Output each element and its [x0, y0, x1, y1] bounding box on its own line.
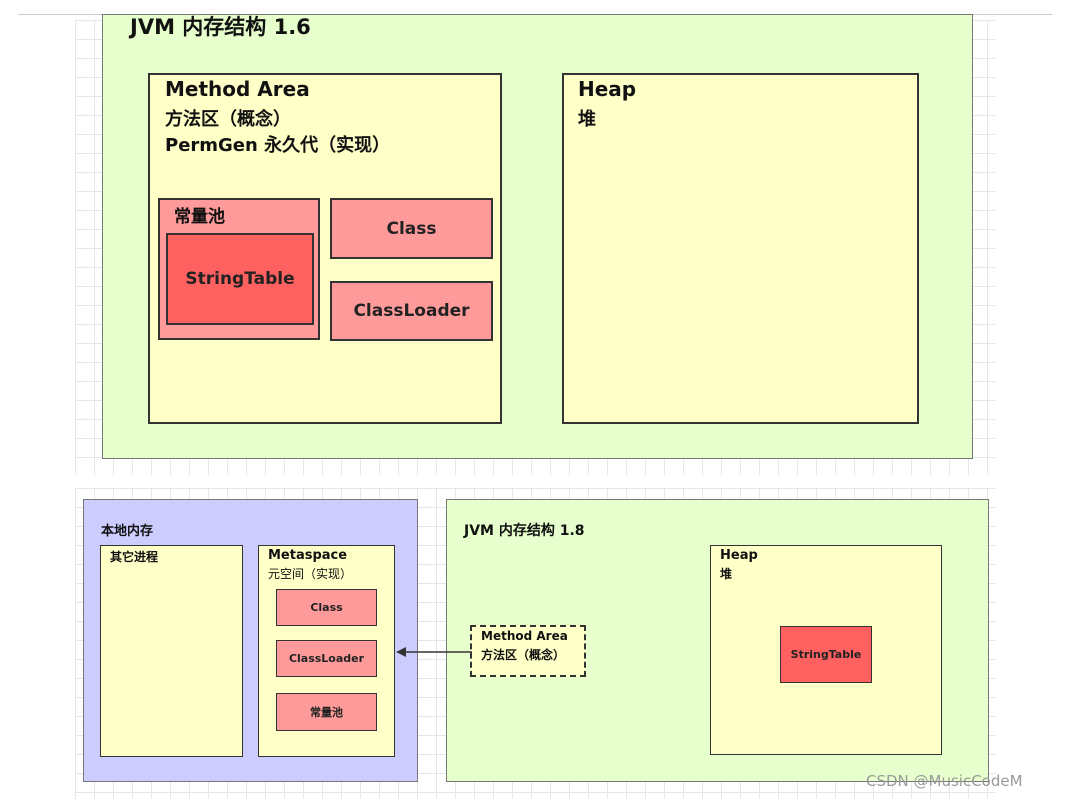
method-area-impl: PermGen 永久代（实现）	[165, 135, 391, 156]
jvm18-heap-title: Heap	[720, 548, 758, 563]
jvm16-title: JVM 内存结构 1.6	[130, 15, 311, 39]
arrow-head	[396, 647, 406, 657]
jvm18-container: JVM 内存结构 1.8 Method Area 方法区（概念） Heap 堆 …	[446, 499, 989, 782]
jvm18-heap-subtitle: 堆	[720, 567, 733, 581]
metaspace-classloader-box: ClassLoader	[276, 640, 377, 677]
native-memory-container: 本地内存 其它进程 Metaspace 元空间（实现） Class ClassL…	[83, 499, 418, 782]
metaspace-class-box: Class	[276, 589, 377, 626]
constant-pool-label: 常量池	[174, 207, 225, 227]
jvm16-method-area: Method Area 方法区（概念） PermGen 永久代（实现） 常量池 …	[148, 73, 502, 424]
bottom-diagram-canvas: 本地内存 其它进程 Metaspace 元空间（实现） Class ClassL…	[75, 488, 996, 799]
jvm16-heap: Heap 堆	[562, 73, 919, 424]
other-process-label: 其它进程	[110, 550, 159, 564]
jvm18-method-area-subtitle: 方法区（概念）	[481, 648, 566, 662]
native-memory-title: 本地内存	[101, 524, 154, 539]
metaspace-title: Metaspace	[268, 548, 348, 563]
csdn-watermark: CSDN @MusicCodeM	[866, 772, 1023, 790]
string-table-box: StringTable	[166, 233, 314, 325]
jvm18-method-area: Method Area 方法区（概念）	[470, 625, 586, 677]
constant-pool-box: 常量池 StringTable	[158, 198, 320, 340]
metaspace-subtitle: 元空间（实现）	[268, 567, 353, 581]
jvm16-container: JVM 内存结构 1.6 Method Area 方法区（概念） PermGen…	[102, 14, 973, 459]
jvm18-method-area-title: Method Area	[481, 629, 568, 643]
method-area-subtitle: 方法区（概念）	[165, 109, 291, 130]
jvm18-string-table-box: StringTable	[780, 626, 872, 683]
metaspace-constant-pool-box: 常量池	[276, 693, 377, 731]
heap-title: Heap	[578, 77, 637, 101]
top-diagram-canvas: JVM 内存结构 1.6 Method Area 方法区（概念） PermGen…	[75, 14, 995, 475]
jvm18-heap: Heap 堆 StringTable	[710, 545, 942, 755]
classloader-box: ClassLoader	[330, 281, 493, 341]
class-box: Class	[330, 198, 493, 259]
metaspace-box: Metaspace 元空间（实现） Class ClassLoader 常量池	[258, 545, 395, 757]
method-area-to-metaspace-arrow	[396, 647, 472, 657]
method-area-title: Method Area	[165, 77, 310, 101]
other-process-box: 其它进程	[100, 545, 243, 757]
heap-subtitle: 堆	[578, 109, 596, 130]
jvm18-title: JVM 内存结构 1.8	[464, 523, 585, 539]
